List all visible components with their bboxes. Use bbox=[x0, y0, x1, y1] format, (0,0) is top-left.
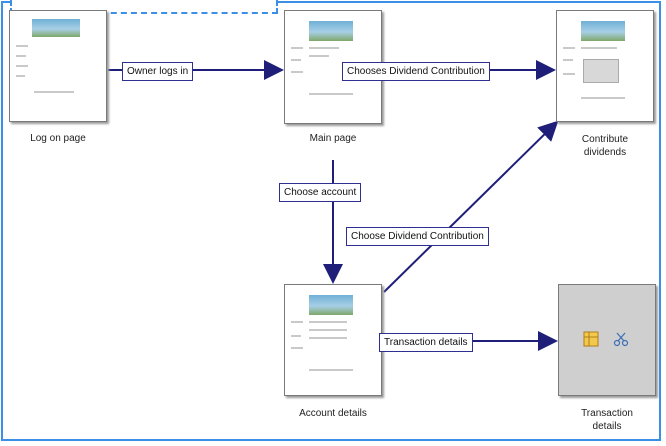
node-contribute-caption: Contribute dividends bbox=[581, 134, 629, 158]
edge-label-transaction-details: Transaction details bbox=[379, 333, 473, 352]
edge-account-contribute bbox=[383, 120, 559, 293]
edge-label-chooses-dividend-contribution: Chooses Dividend Contribution bbox=[342, 62, 490, 81]
node-transaction-thumbnail[interactable] bbox=[558, 284, 656, 396]
edge-label-owner-logs-in: Owner logs in bbox=[122, 62, 194, 81]
scissors-icon bbox=[613, 331, 629, 347]
node-account-caption: Account details bbox=[299, 408, 367, 419]
node-login-thumbnail[interactable] bbox=[9, 10, 107, 122]
node-login-caption: Log on page bbox=[30, 133, 86, 144]
node-account-thumbnail[interactable] bbox=[284, 284, 382, 396]
node-transaction-caption: Transaction details bbox=[581, 408, 633, 432]
node-main-caption: Main page bbox=[309, 133, 357, 144]
table-icon bbox=[583, 331, 599, 347]
edge-label-choose-account: Choose account bbox=[279, 183, 362, 202]
edge-label-choose-dividend-contribution: Choose Dividend Contribution bbox=[346, 227, 489, 246]
diagram-frame bbox=[1, 1, 661, 441]
node-contribute-thumbnail[interactable] bbox=[556, 10, 654, 122]
